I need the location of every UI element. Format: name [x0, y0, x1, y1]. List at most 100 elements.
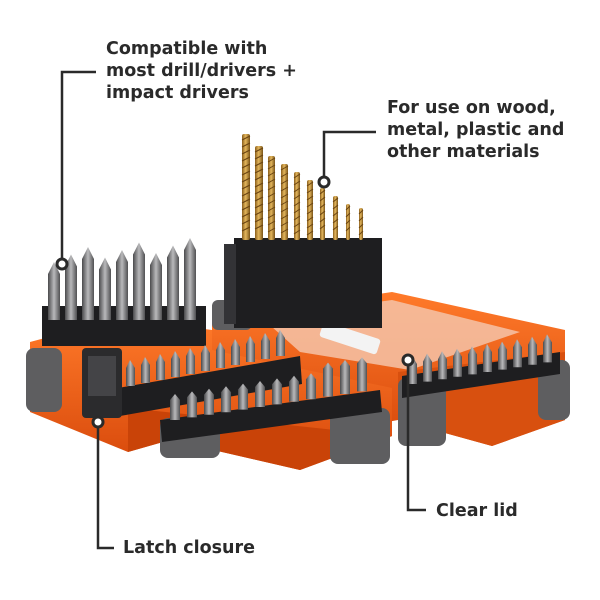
drill-bit-flute — [254, 189, 264, 195]
screwdriver-bits-row — [48, 238, 196, 320]
drill-bit-flute — [345, 212, 351, 218]
drill-bit-flute — [280, 228, 289, 234]
drill-bit-flute — [306, 216, 314, 222]
drill-bit-flute — [267, 164, 276, 170]
front-bits-row — [170, 357, 367, 420]
small-bit-body — [340, 360, 350, 394]
drill-bit-flute — [293, 187, 301, 193]
callout-materials-line-2: metal, plastic and — [387, 120, 565, 140]
small-bit — [187, 391, 197, 418]
small-bit — [423, 353, 432, 382]
drill-bit-flute — [280, 200, 289, 206]
middle-bit-holder — [118, 356, 302, 416]
drill-bit-flute — [280, 165, 289, 171]
latch-grip — [88, 356, 116, 396]
left-tray-gray-corner — [26, 348, 62, 412]
callout-materials-line-3: other materials — [387, 142, 540, 162]
drill-bit-flute — [254, 182, 264, 188]
small-bit-body — [423, 353, 432, 382]
screwdriver-bit-body — [184, 238, 196, 320]
drill-bit-flute — [267, 213, 276, 219]
small-bit — [453, 348, 462, 377]
small-bit — [126, 360, 135, 386]
drill-bit — [319, 188, 326, 240]
right-bits-row — [408, 334, 552, 384]
drill-bit-flute — [358, 223, 364, 229]
drill-bit-flute — [306, 195, 314, 201]
small-bit-body — [231, 339, 240, 365]
callout-latch-text: Latch closure — [123, 538, 256, 558]
drill-bit-flute — [241, 170, 251, 176]
small-bit-body — [323, 362, 333, 397]
drill-bit-flute — [306, 202, 314, 208]
drill-bit-flute — [293, 215, 301, 221]
drill-bit-body — [268, 156, 275, 240]
drill-bit-flute — [332, 218, 339, 224]
drill-bit-flute — [319, 217, 326, 223]
compatible-callout-line — [60, 70, 96, 262]
small-bit — [204, 388, 214, 415]
drill-bit-flute — [241, 212, 251, 218]
callout-clear-lid: Clear lid — [436, 500, 518, 522]
small-bit — [306, 373, 316, 400]
callout-materials-line-1: For use on wood, — [387, 98, 556, 118]
small-bit-body — [357, 357, 367, 392]
screwdriver-bit — [82, 247, 94, 320]
drill-bit-flute — [319, 224, 326, 230]
small-bit — [186, 348, 195, 374]
small-bit-body — [498, 341, 507, 370]
drill-bit-flute — [293, 229, 301, 235]
small-bit — [340, 360, 350, 394]
small-bit — [528, 336, 537, 365]
drill-bit-flute — [280, 172, 289, 178]
small-bit — [438, 351, 447, 380]
drill-bit-body — [320, 188, 325, 240]
lid-brand-label — [319, 321, 381, 355]
pointer-dot-icon — [401, 353, 415, 367]
drill-bit-flute — [254, 224, 264, 230]
screwdriver-bit-body — [133, 242, 145, 320]
drill-bit-flute — [293, 194, 301, 200]
drill-bit-flute — [319, 210, 326, 216]
small-bit-body — [528, 336, 537, 365]
small-bit — [255, 381, 265, 407]
drill-bit — [293, 172, 301, 240]
small-bit-body — [255, 381, 265, 407]
small-bit — [357, 357, 367, 392]
middle-bits-row — [126, 330, 285, 386]
drill-bit-flute — [254, 196, 264, 202]
small-bit-body — [438, 351, 447, 380]
small-bit-body — [272, 378, 282, 405]
callout-lines — [60, 70, 426, 550]
small-bit-body — [170, 394, 180, 420]
drill-bit-flute — [267, 199, 276, 205]
drill-holder-side — [224, 244, 236, 324]
small-bit — [246, 336, 255, 362]
drill-bit-flute — [345, 205, 351, 211]
small-bit-body — [543, 334, 552, 363]
drill-bit-flute — [241, 149, 251, 155]
drill-bit-flute — [241, 191, 251, 197]
drill-bit-flute — [345, 219, 351, 225]
screwdriver-bit — [167, 245, 179, 320]
pointer-dot-icon — [55, 257, 69, 271]
small-bit-body — [453, 348, 462, 377]
drill-bit-flute — [293, 208, 301, 214]
small-bit — [289, 375, 299, 402]
drill-bit-flute — [267, 185, 276, 191]
drill-bit-flute — [280, 207, 289, 213]
drill-bit-holder — [224, 134, 382, 328]
small-bit-body — [483, 344, 492, 372]
left-tray-gray-front-right — [330, 408, 390, 464]
drill-bit-flute — [280, 221, 289, 227]
small-bit — [221, 386, 231, 413]
drill-bit-flute — [280, 186, 289, 192]
screwdriver-bit — [116, 250, 128, 320]
small-bit-body — [276, 330, 285, 356]
drill-bit-flute — [267, 206, 276, 212]
callout-compatible-line-3: impact drivers — [106, 83, 249, 103]
drill-bit-flute — [280, 193, 289, 199]
drill-bit-flute — [306, 188, 314, 194]
screwdriver-bit — [99, 257, 111, 320]
